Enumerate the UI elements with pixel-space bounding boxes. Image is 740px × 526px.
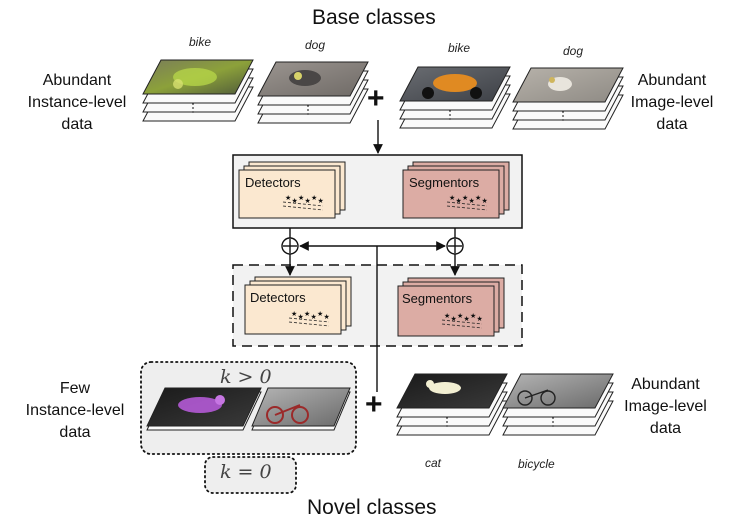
caption-dog-image: dog [563, 44, 584, 58]
svg-text:★: ★ [457, 312, 463, 320]
sum-node-left [281, 237, 299, 255]
abundant-image-label-top: Abundant Image-level data [630, 72, 714, 133]
abundant-image-label-bottom: Abundant Image-level data [624, 376, 707, 437]
caption-bike-instance: bike [189, 35, 212, 49]
image-bicycle-few-instance [251, 387, 351, 431]
svg-text:★: ★ [304, 310, 310, 318]
svg-text:★: ★ [469, 197, 475, 205]
image-cat-few-instance [146, 387, 262, 431]
image-stack-dog-instance [257, 61, 369, 124]
k-positive-label: k > 0 [220, 366, 272, 388]
segmentors-box-top: ★★★★★★ [402, 161, 510, 219]
svg-text:★: ★ [298, 313, 304, 321]
svg-text:★: ★ [318, 197, 324, 205]
detectors-box-top: ★★★★★★ [238, 161, 346, 219]
svg-text:★: ★ [324, 313, 330, 321]
k-zero-label: k = 0 [220, 461, 272, 483]
svg-text:★: ★ [462, 194, 468, 202]
caption-bicycle: bicycle [518, 457, 555, 471]
image-stack-dog-image [512, 67, 624, 130]
svg-text:★: ★ [470, 312, 476, 320]
base-classes-title: Base classes [312, 6, 436, 29]
segmentors-label-bottom: Segmentors [402, 291, 473, 306]
svg-text:★: ★ [305, 197, 311, 205]
caption-dog-instance: dog [305, 38, 326, 52]
detectors-label-bottom: Detectors [250, 290, 306, 305]
sum-node-right [446, 237, 464, 255]
caption-bike-image: bike [448, 41, 471, 55]
svg-text:★: ★ [291, 310, 297, 318]
novel-classes-title: Novel classes [307, 496, 437, 519]
svg-text:★: ★ [464, 315, 470, 323]
caption-cat: cat [425, 456, 442, 470]
image-stack-bike-instance [142, 59, 254, 122]
svg-text:★: ★ [311, 313, 317, 321]
svg-text:★: ★ [451, 315, 457, 323]
plus-sign-top: + [367, 82, 385, 115]
plus-sign-bottom: + [365, 388, 383, 421]
svg-text:★: ★ [449, 194, 455, 202]
few-instance-label: Few Instance-level data [25, 380, 125, 441]
abundant-instance-label: Abundant Instance-level data [27, 72, 127, 133]
k-zero-region [204, 456, 297, 494]
svg-text:★: ★ [292, 197, 298, 205]
detectors-box-bottom: ★★★★★★ [244, 276, 352, 335]
segmentors-box-bottom: ★★★★★★ [397, 277, 505, 337]
svg-text:★: ★ [456, 197, 462, 205]
image-stack-cat-image [396, 373, 508, 436]
svg-text:★: ★ [285, 194, 291, 202]
detectors-label-top: Detectors [245, 175, 301, 190]
svg-text:★: ★ [482, 197, 488, 205]
svg-text:★: ★ [298, 194, 304, 202]
image-stack-bike-image [399, 66, 511, 129]
segmentors-label-top: Segmentors [409, 175, 480, 190]
svg-text:★: ★ [475, 194, 481, 202]
svg-text:★: ★ [311, 194, 317, 202]
image-stack-bicycle-image [502, 373, 614, 436]
svg-text:★: ★ [444, 312, 450, 320]
svg-text:★: ★ [317, 310, 323, 318]
svg-text:★: ★ [477, 315, 483, 323]
